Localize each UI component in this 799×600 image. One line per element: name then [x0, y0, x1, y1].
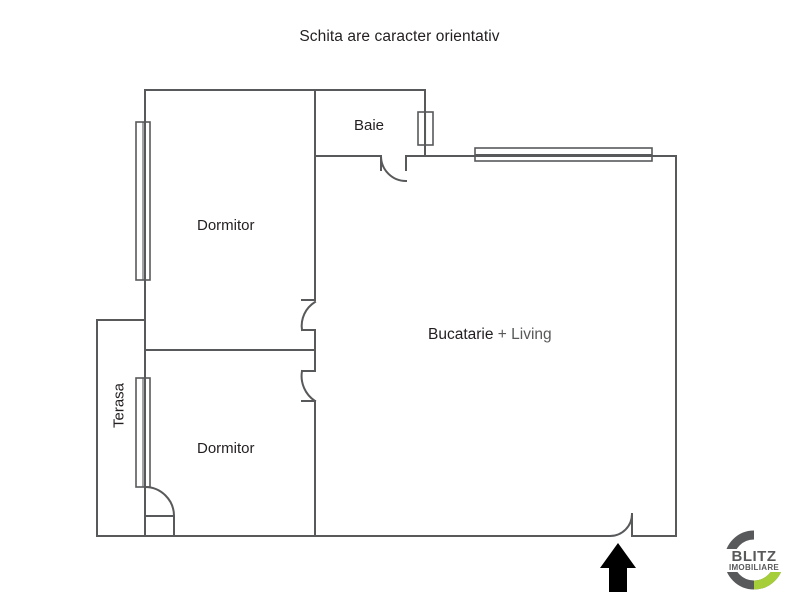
room-label-terasa: Terasa [110, 382, 128, 429]
door-terasa [143, 485, 176, 518]
door-entrance [608, 512, 634, 538]
logo-plate [720, 549, 788, 572]
door-dormitor-top [300, 300, 317, 332]
room-label-living-primary: Bucatarie [428, 326, 494, 343]
room-label-living-plus-sign: + [497, 326, 507, 343]
room-label-dormitor-bottom: Dormitor [197, 440, 255, 457]
room-label-living-secondary: Living [511, 326, 552, 343]
logo-graphic: BLITZ IMOBILIARE [720, 530, 788, 590]
room-label-baie: Baie [354, 117, 385, 134]
entrance-arrow-up [600, 543, 636, 592]
page-title: Schita are caracter orientativ [299, 28, 500, 45]
door-dormitor-bottom [300, 369, 317, 403]
room-label-living: Bucatarie + Living [428, 326, 552, 344]
logo-text-blitz: BLITZ [732, 548, 777, 565]
room-label-dormitor-top: Dormitor [197, 217, 255, 234]
blitz-imobiliare-logo: BLITZ IMOBILIARE [716, 529, 792, 591]
logo-text-imobiliare: IMOBILIARE [729, 563, 779, 572]
door-baie [379, 154, 408, 183]
